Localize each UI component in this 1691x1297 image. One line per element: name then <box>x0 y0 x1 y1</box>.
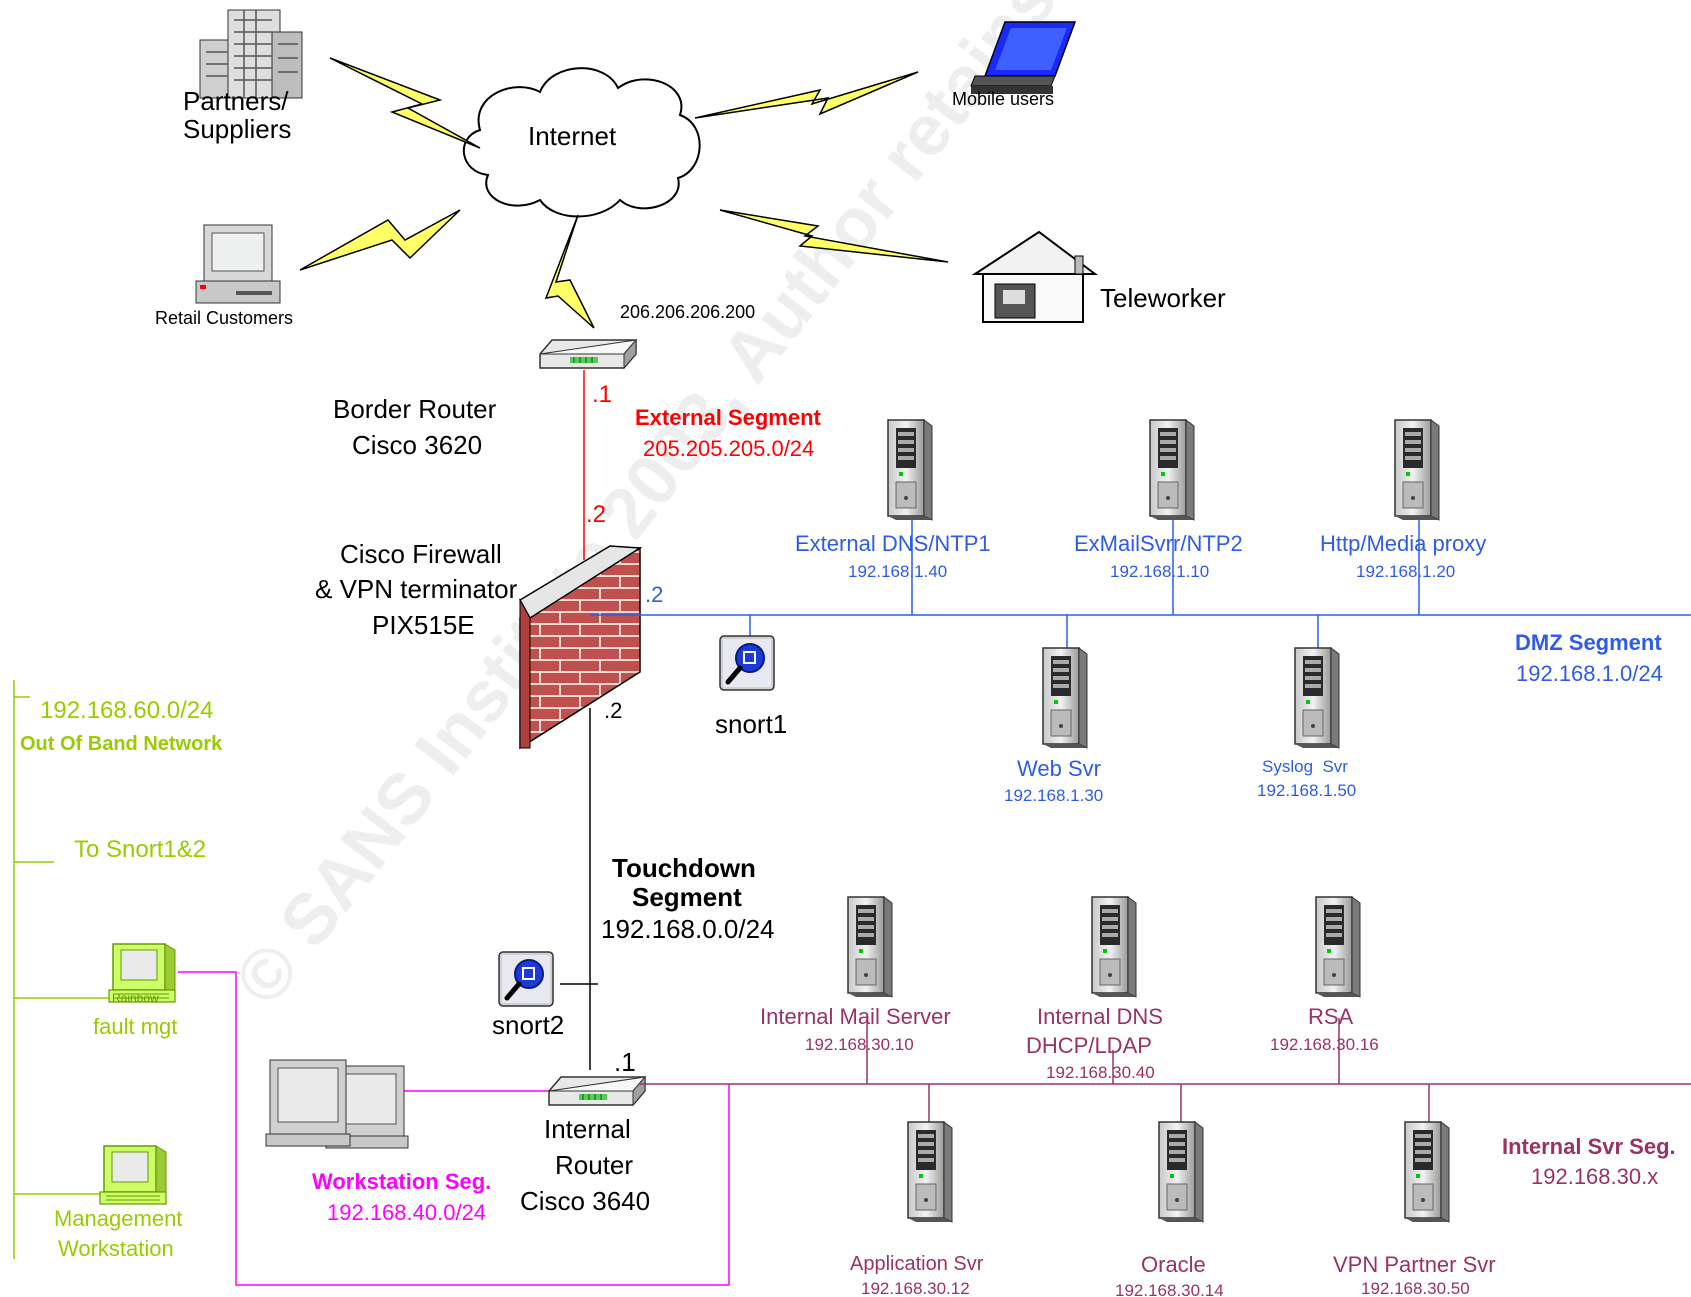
workstation-lines <box>178 971 730 1286</box>
mobile-label: Mobile users <box>952 89 1054 109</box>
internal-dns-server-icon <box>1091 896 1137 998</box>
int-server-2-name: RSA <box>1308 1004 1354 1029</box>
border-router-model: Cisco 3620 <box>352 430 482 460</box>
workstation-seg-name: Workstation Seg. <box>312 1169 491 1194</box>
snort1-sensor-icon <box>720 636 774 690</box>
internet-label: Internet <box>528 121 617 151</box>
internal-mail-server-icon <box>847 896 893 998</box>
firewall-name-3: PIX515E <box>372 610 475 640</box>
exmail-server-icon <box>1149 419 1195 521</box>
dns-ntp1-server-icon <box>887 419 933 521</box>
mgmt-label-2: Workstation <box>58 1236 174 1261</box>
firewall-name-1: Cisco Firewall <box>340 539 502 569</box>
management-pc-icon <box>99 1145 167 1205</box>
internal-router-name-1: Internal <box>544 1114 631 1144</box>
external-segment-subnet: 205.205.205.0/24 <box>643 436 814 461</box>
bolt-border <box>544 214 595 329</box>
dmz-lines <box>590 518 1691 648</box>
fault-mgt-label: fault mgt <box>93 1014 177 1039</box>
int-server-4-ip: 192.168.30.14 <box>1115 1281 1224 1297</box>
syslog-server-icon <box>1294 647 1340 749</box>
dmz-server-0-ip: 192.168.1.40 <box>848 562 947 581</box>
bolt-mobile <box>694 71 919 119</box>
int-server-0-ip: 192.168.30.10 <box>805 1035 914 1054</box>
internal-router-name-2: Router <box>555 1150 633 1180</box>
int-server-2-ip: 192.168.30.16 <box>1270 1035 1379 1054</box>
snort2-label: snort2 <box>492 1010 564 1040</box>
int-server-1-ip: 192.168.30.40 <box>1046 1063 1155 1082</box>
oob-to-snort: To Snort1&2 <box>74 836 206 863</box>
partners-label-2: Suppliers <box>183 114 291 144</box>
int-server-3-name: Application Svr <box>850 1253 984 1275</box>
border-router-name: Border Router <box>333 394 497 424</box>
touchdown-name-2: Segment <box>632 882 742 912</box>
watermark-text: © SANS Institute 2003, Author retains fu… <box>220 0 1299 1020</box>
internal-lines <box>640 1018 1691 1122</box>
dmz-server-0-name: External DNS/NTP1 <box>795 531 991 556</box>
border-router-iface: .1 <box>592 381 612 408</box>
house-icon <box>971 230 1098 323</box>
int-server-3-ip: 192.168.30.12 <box>861 1279 970 1297</box>
oob-lines <box>13 680 110 1259</box>
application-server-icon <box>907 1121 953 1223</box>
http-proxy-server-icon <box>1394 419 1440 521</box>
internet-cloud: Internet <box>462 67 701 218</box>
dmz-server-3-name: Web Svr <box>1017 756 1101 781</box>
dmz-server-1-name: ExMailSvrr/NTP2 <box>1074 531 1243 556</box>
dmz-segment-name: DMZ Segment <box>1515 630 1662 655</box>
vpn-partner-server-icon <box>1404 1121 1450 1223</box>
internal-seg-subnet: 192.168.30.x <box>1531 1164 1658 1189</box>
touchdown-subnet: 192.168.0.0/24 <box>601 914 775 944</box>
oob-subnet: 192.168.60.0/24 <box>40 697 214 724</box>
int-server-5-name: VPN Partner Svr <box>1333 1252 1496 1277</box>
mgmt-label-1: Management <box>54 1206 182 1231</box>
retail-label: Retail Customers <box>155 308 293 328</box>
snort1-label: snort1 <box>715 709 787 739</box>
workstation-seg-subnet: 192.168.40.0/24 <box>327 1200 486 1225</box>
dmz-server-4-name: Syslog Svr <box>1262 757 1348 776</box>
border-router-icon <box>539 339 637 369</box>
bolt-retail <box>299 209 461 271</box>
firewall-name-2: & VPN terminator <box>315 574 518 604</box>
int-server-1-name2: DHCP/LDAP <box>1026 1033 1152 1058</box>
int-server-1-name: Internal DNS <box>1037 1004 1163 1029</box>
dmz-server-4-ip: 192.168.1.50 <box>1257 781 1356 800</box>
workstations-icon <box>265 1059 409 1149</box>
internal-router-icon <box>548 1076 646 1106</box>
firewall-icon <box>518 545 643 750</box>
external-segment-name: External Segment <box>635 405 822 430</box>
firewall-iface-ext: .2 <box>586 501 606 528</box>
dmz-server-2-ip: 192.168.1.20 <box>1356 562 1455 581</box>
dmz-segment-subnet: 192.168.1.0/24 <box>1516 661 1663 686</box>
oracle-server-icon <box>1158 1121 1204 1223</box>
int-server-4-name: Oracle <box>1141 1252 1206 1277</box>
teleworker-label: Teleworker <box>1100 283 1226 313</box>
web-server-icon <box>1042 647 1088 749</box>
internal-router-model: Cisco 3640 <box>520 1186 650 1216</box>
rsa-server-icon <box>1315 896 1361 998</box>
bolt-teleworker <box>719 209 949 263</box>
dmz-server-1-ip: 192.168.1.10 <box>1110 562 1209 581</box>
firewall-iface-int: .2 <box>604 698 622 723</box>
touchdown-name-1: Touchdown <box>612 853 756 883</box>
bolt-partners <box>329 57 481 149</box>
int-server-0-name: Internal Mail Server <box>760 1004 951 1029</box>
dmz-server-3-ip: 192.168.1.30 <box>1004 786 1103 805</box>
lightning-bolts <box>299 57 949 329</box>
firewall-iface-dmz: .2 <box>645 582 663 607</box>
int-server-5-ip: 192.168.30.50 <box>1361 1279 1470 1297</box>
oob-name: Out Of Band Network <box>20 733 223 755</box>
laptop-icon <box>970 21 1077 94</box>
snort2-sensor-icon <box>499 952 553 1006</box>
partners-label-1: Partners/ <box>183 86 289 116</box>
dmz-server-2-name: Http/Media proxy <box>1320 531 1486 556</box>
partners-building-icon <box>199 9 303 99</box>
public-ip-label: 206.206.206.200 <box>620 302 755 322</box>
internal-seg-name: Internal Svr Seg. <box>1502 1134 1676 1159</box>
internal-router-iface: .1 <box>614 1047 636 1077</box>
retail-pc-icon <box>195 224 281 304</box>
fault-mgt-screen-text: Rainbow <box>112 991 159 1005</box>
